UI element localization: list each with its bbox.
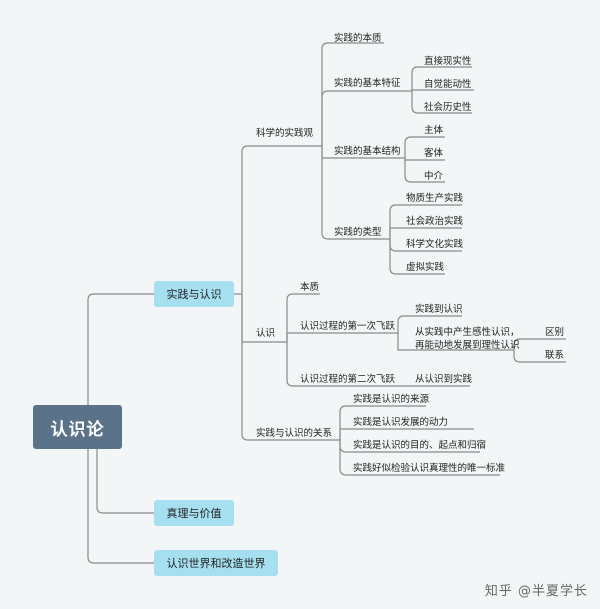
node-relation-3[interactable]: 实践是认识的目的、起点和归宿 — [353, 440, 487, 451]
node-connection[interactable]: 联系 — [545, 350, 565, 361]
node-structure-1[interactable]: 主体 — [424, 125, 444, 136]
node-practice-structure[interactable]: 实践的基本结构 — [334, 146, 401, 157]
node-cognition[interactable]: 认识 — [256, 328, 276, 339]
node-scientific-practice-view[interactable]: 科学的实践观 — [256, 128, 314, 139]
node-type-1[interactable]: 物质生产实践 — [406, 193, 464, 204]
node-cognition-essence[interactable]: 本质 — [300, 282, 320, 293]
node-structure-3[interactable]: 中介 — [424, 171, 444, 182]
branch-truth-value[interactable]: 真理与价值 — [154, 500, 234, 526]
node-relation-1[interactable]: 实践是认识的来源 — [353, 394, 430, 405]
node-practice-features[interactable]: 实践的基本特征 — [334, 78, 401, 89]
node-difference[interactable]: 区别 — [545, 327, 565, 338]
node-relation-4[interactable]: 实践好似检验认识真理性的唯一标准 — [353, 463, 506, 474]
node-practice-cognition-relation[interactable]: 实践与认识的关系 — [256, 428, 333, 439]
branch-practice-cognition[interactable]: 实践与认识 — [154, 281, 234, 307]
node-feature-1[interactable]: 直接现实性 — [424, 56, 472, 67]
node-practice-essence[interactable]: 实践的本质 — [334, 33, 382, 44]
node-first-leap[interactable]: 认识过程的第一次飞跃 — [300, 321, 396, 332]
node-structure-2[interactable]: 客体 — [424, 148, 444, 159]
branch-understand-transform-world[interactable]: 认识世界和改造世界 — [154, 550, 278, 576]
node-second-leap[interactable]: 认识过程的第二次飞跃 — [300, 374, 396, 385]
node-practice-types[interactable]: 实践的类型 — [334, 227, 382, 238]
node-cognition-to-practice[interactable]: 从认识到实践 — [415, 374, 473, 385]
node-relation-2[interactable]: 实践是认识发展的动力 — [353, 417, 449, 428]
root-node[interactable]: 认识论 — [33, 405, 122, 449]
watermark: 知乎 @半夏学长 — [484, 584, 588, 599]
node-type-3[interactable]: 科学文化实践 — [406, 239, 464, 250]
node-practice-to-cognition[interactable]: 实践到认识 — [415, 304, 463, 315]
node-feature-2[interactable]: 自觉能动性 — [424, 79, 472, 90]
node-type-2[interactable]: 社会政治实践 — [406, 216, 464, 227]
node-type-4[interactable]: 虚拟实践 — [406, 262, 445, 273]
node-feature-3[interactable]: 社会历史性 — [424, 102, 472, 113]
node-perceptual-to-rational[interactable]: 从实践中产生感性认识， 再能动地发展到理性认识 — [415, 327, 520, 351]
